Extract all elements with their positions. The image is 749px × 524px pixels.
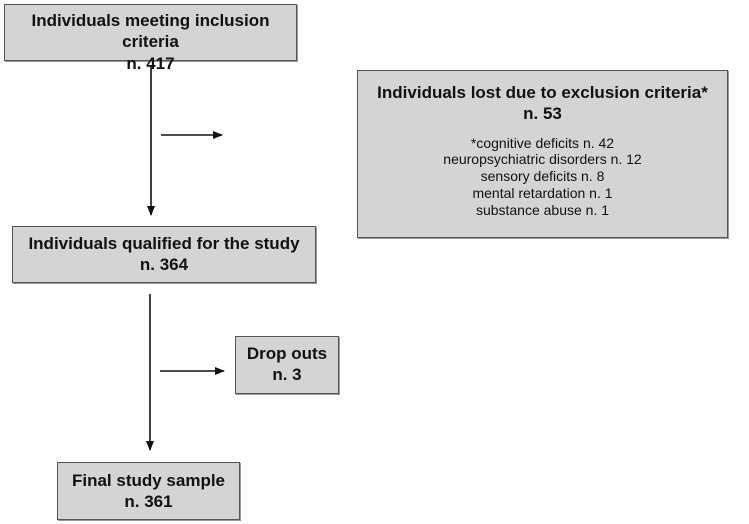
- qualified-box: Individuals qualified for the study n. 3…: [12, 226, 316, 283]
- qualified-count: n. 364: [139, 255, 189, 275]
- final-sample-box: Final study sample n. 361: [57, 462, 240, 520]
- inclusion-criteria-title: Individuals meeting inclusion criteria: [31, 11, 270, 52]
- final-sample-title: Final study sample: [71, 471, 226, 490]
- dropouts-title: Drop outs: [246, 344, 328, 363]
- exclusion-detail-item: neuropsychiatric disorders n. 12: [443, 151, 642, 168]
- exclusion-details-list: *cognitive deficits n. 42 neuropsychiatr…: [358, 135, 727, 219]
- final-sample-count: n. 361: [124, 492, 173, 512]
- inclusion-criteria-count: n. 417: [126, 53, 175, 73]
- exclusion-detail-item: sensory deficits n. 8: [480, 168, 605, 185]
- exclusion-detail-item: *cognitive deficits n. 42: [470, 134, 615, 151]
- inclusion-criteria-box: Individuals meeting inclusion criteria n…: [4, 4, 297, 73]
- dropouts-box: Drop outs n. 3: [235, 336, 339, 394]
- exclusion-criteria-title: Individuals lost due to exclusion criter…: [377, 83, 708, 102]
- exclusion-criteria-count: n. 53: [523, 104, 562, 124]
- qualified-title: Individuals qualified for the study: [28, 234, 300, 253]
- exclusion-detail-item: substance abuse n. 1: [475, 201, 610, 218]
- dropouts-count: n. 3: [272, 365, 302, 385]
- exclusion-criteria-box: Individuals lost due to exclusion criter…: [357, 70, 728, 238]
- exclusion-detail-item: mental retardation n. 1: [472, 184, 613, 201]
